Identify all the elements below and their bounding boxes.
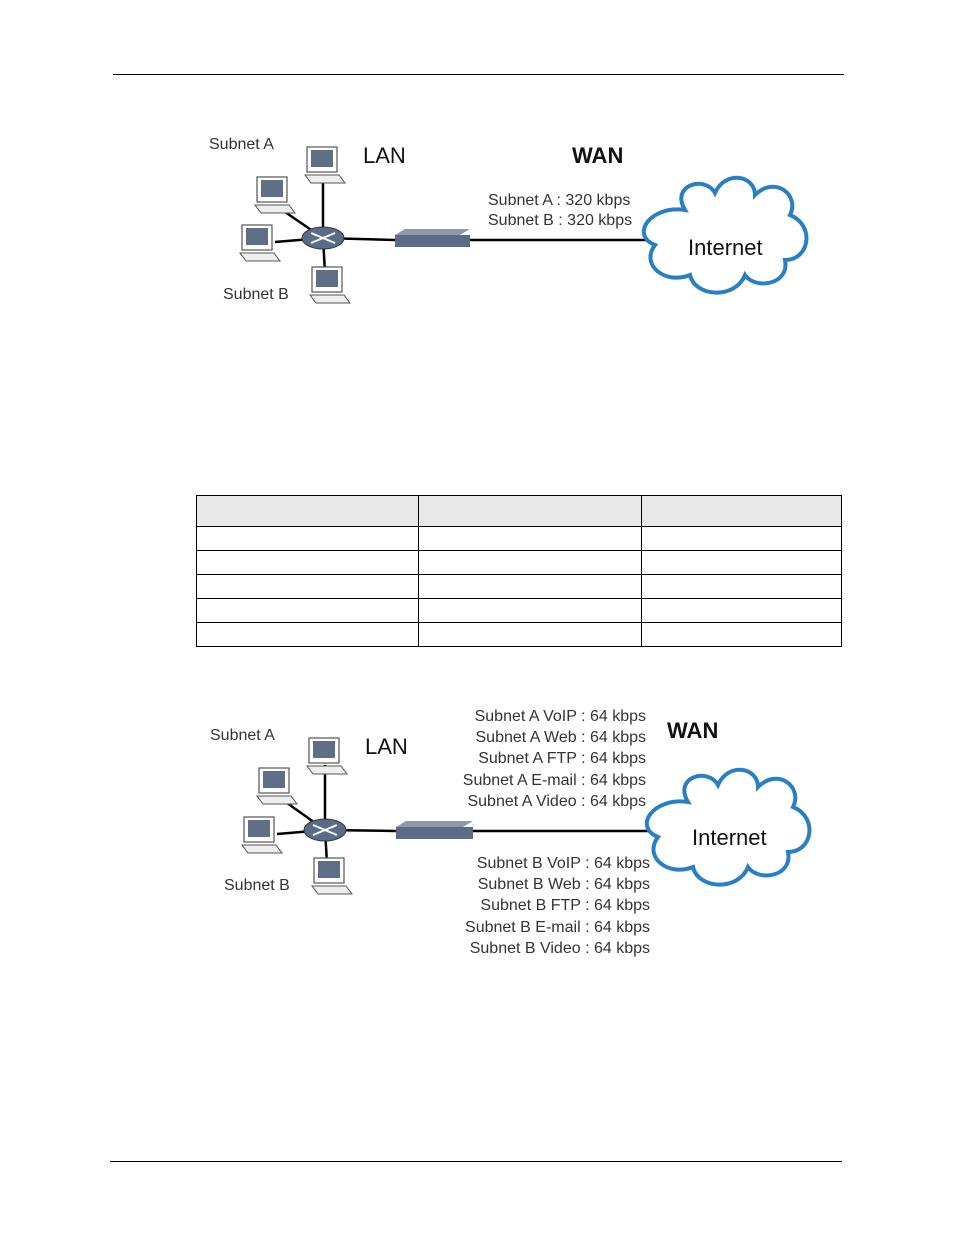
- table-cell: [196, 598, 419, 623]
- computer-icon: [254, 176, 296, 214]
- bandwidth-line: Subnet B : 320 kbps: [488, 212, 632, 229]
- internet-label: Internet: [688, 235, 763, 260]
- computer-icon: [239, 224, 281, 262]
- table-cell: [641, 574, 842, 599]
- footer-rule: [110, 1161, 842, 1162]
- switch-icon: [301, 226, 345, 250]
- table-header-cell: [196, 495, 419, 527]
- computer-icon: [241, 816, 283, 854]
- subnet-b-label: Subnet B: [223, 286, 289, 303]
- wan-label: WAN: [667, 718, 718, 743]
- subnet-b-service: Subnet B FTP : 64 kbps: [480, 897, 650, 914]
- subnet-a-service: Subnet A Video : 64 kbps: [467, 793, 646, 810]
- table-cell: [641, 550, 842, 575]
- subnet-a-service: Subnet A FTP : 64 kbps: [478, 750, 646, 767]
- table-header-cell: [641, 495, 842, 527]
- table-row: [196, 550, 842, 575]
- table-row: [196, 574, 842, 599]
- switch-icon: [303, 818, 347, 842]
- subnet-a-service: Subnet A E-mail : 64 kbps: [463, 772, 646, 789]
- table-cell: [418, 526, 642, 551]
- router-icon: [396, 821, 473, 839]
- computer-icon: [256, 767, 298, 805]
- subnet-b-service: Subnet B VoIP : 64 kbps: [477, 855, 650, 872]
- bandwidth-table: [196, 495, 842, 647]
- internet-cloud-icon: [641, 175, 809, 295]
- computer-icon: [309, 266, 351, 304]
- computer-icon: [311, 857, 353, 895]
- table-cell: [196, 574, 419, 599]
- lan-label: LAN: [363, 143, 406, 168]
- subnet-b-service: Subnet B E-mail : 64 kbps: [465, 919, 650, 936]
- table-cell: [641, 598, 842, 623]
- computer-icon: [306, 737, 348, 775]
- table-cell: [418, 574, 642, 599]
- table-cell: [418, 598, 642, 623]
- subnet-b-label: Subnet B: [224, 877, 290, 894]
- router-icon: [395, 229, 470, 247]
- network-diagram-2: Subnet A Subnet B LAN WAN Internet Subne…: [200, 700, 820, 960]
- table-header-cell: [418, 495, 642, 527]
- table-cell: [418, 550, 642, 575]
- table-cell: [641, 526, 842, 551]
- table-row: [196, 598, 842, 623]
- wan-label: WAN: [572, 143, 623, 168]
- table-row: [196, 622, 842, 647]
- table-cell: [418, 622, 642, 647]
- table-cell: [641, 622, 842, 647]
- subnet-b-service: Subnet B Web : 64 kbps: [478, 876, 650, 893]
- subnet-a-label: Subnet A: [210, 727, 275, 744]
- subnet-a-service: Subnet A Web : 64 kbps: [476, 729, 647, 746]
- subnet-b-service: Subnet B Video : 64 kbps: [470, 940, 650, 957]
- network-diagram-1: Subnet A Subnet B LAN WAN Subnet A : 320…: [200, 125, 820, 315]
- internet-label: Internet: [692, 825, 767, 850]
- table-cell: [196, 550, 419, 575]
- subnet-a-label: Subnet A: [209, 136, 274, 153]
- table-cell: [196, 526, 419, 551]
- table-row: [196, 526, 842, 551]
- table-cell: [196, 622, 419, 647]
- internet-cloud-icon: [644, 767, 812, 887]
- bandwidth-line: Subnet A : 320 kbps: [488, 192, 630, 209]
- subnet-a-service: Subnet A VoIP : 64 kbps: [475, 708, 646, 725]
- computer-icon: [304, 146, 346, 184]
- lan-label: LAN: [365, 734, 408, 759]
- table-header-row: [196, 495, 842, 527]
- header-rule: [113, 74, 844, 75]
